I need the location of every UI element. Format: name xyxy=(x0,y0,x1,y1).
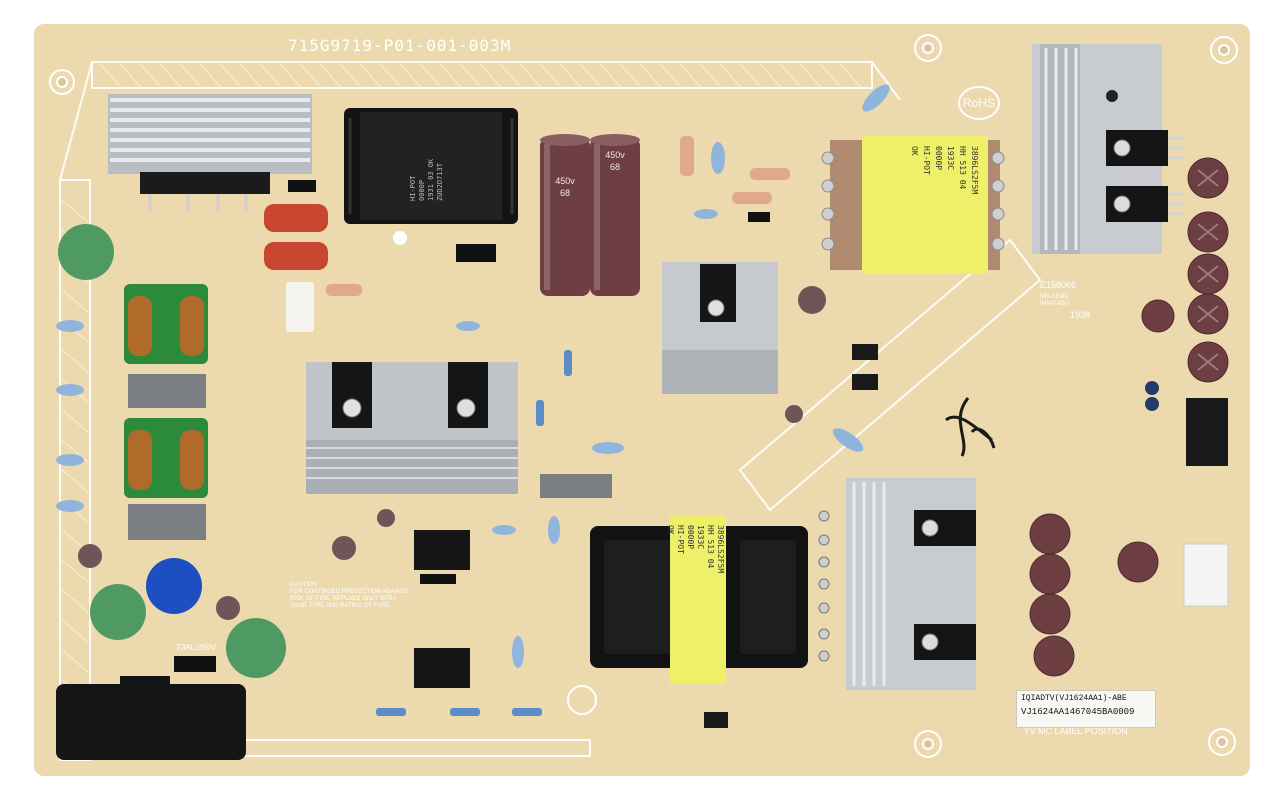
fuse-caution-text: CAUTION: FOR CONTINUED PROTECTION AGAINS… xyxy=(290,582,409,609)
bottom-transformer-line: 3896LS2F5M xyxy=(716,525,725,574)
heatsink-top-left xyxy=(108,94,312,212)
date-code: 1938 xyxy=(1070,310,1091,320)
top-transformer-line: 1933C xyxy=(946,146,955,171)
small-electrolytic-capacitors xyxy=(78,286,1159,620)
ul-mark: E158066 xyxy=(1040,280,1077,290)
board-part-number: 715G9719-P01-001-003M xyxy=(288,36,512,55)
top-transformer-line: HI-POT xyxy=(922,146,931,175)
bottom-transformer-line: OK xyxy=(666,525,675,535)
black-transformer-bottom xyxy=(590,510,830,684)
black-transformer-line: 1931 03 OK xyxy=(427,158,435,201)
black-transformer-label: HI-POT 0000P 1931 03 OK ZUD2D713T xyxy=(409,111,445,201)
mounting-holes xyxy=(49,34,1238,758)
top-transformer-line: OK xyxy=(910,146,919,156)
top-transformer-line: 3896LS2F5M xyxy=(970,146,979,195)
resistors xyxy=(326,136,790,296)
bottom-transformer-line: HI-POT xyxy=(676,525,685,554)
connectors xyxy=(56,398,1229,760)
black-transformer-line: ZUD2D713T xyxy=(436,163,444,201)
heatsink-top-right xyxy=(1032,44,1184,254)
serial-sticker: IQIADTV(VJ1624AA1)-ABE VJ1624AA1467045BA… xyxy=(1016,690,1156,728)
thermistors xyxy=(58,224,286,678)
heatsink-center xyxy=(662,262,778,394)
small-blue-resistors xyxy=(376,350,572,716)
cap1-capacitance: 68 xyxy=(559,188,570,198)
cap2-voltage: 450v xyxy=(605,150,625,160)
x-capacitors xyxy=(128,374,612,540)
bulk-electrolytic-capacitors xyxy=(540,134,640,296)
small-ics xyxy=(704,344,878,728)
sticker-serial: VJ1624AA1467045BA0009 xyxy=(1021,707,1135,717)
ceramic-capacitors xyxy=(56,84,890,668)
cap2-capacitance: 68 xyxy=(609,162,620,172)
top-transformer-line: 0000P xyxy=(934,146,943,171)
film-capacitors xyxy=(264,204,328,332)
bottom-transformer-line: 0000P xyxy=(686,525,695,550)
handwritten-mark xyxy=(945,397,996,457)
output-capacitors-right xyxy=(1141,157,1229,383)
bottom-transformer-line: 1933C xyxy=(696,525,705,550)
black-transformer-line: HI-POT xyxy=(409,175,417,201)
bottom-transformer-line: HH 513 04 xyxy=(706,525,715,569)
common-mode-chokes xyxy=(124,284,208,498)
sticker-model: IQIADTV(VJ1624AA1)-ABE xyxy=(1021,694,1127,703)
to220-transistors xyxy=(414,530,470,688)
cap1-voltage: 450v xyxy=(555,176,575,186)
output-capacitors-bottom xyxy=(1029,513,1159,677)
black-transformer-line: 0000P xyxy=(418,179,426,201)
rohs-mark: RoHS xyxy=(958,86,1000,120)
blue-varistor xyxy=(146,558,202,614)
ul-substrate: MR-CEM1 94V-0 A5U xyxy=(1040,294,1069,307)
heatsink-bottom-right xyxy=(846,478,976,690)
black-transformer-top xyxy=(344,108,518,224)
top-transformer-line: HH 513 04 xyxy=(958,146,967,190)
diodes xyxy=(174,180,770,672)
bottom-transformer-label: 3896LS2F5M HH 513 04 1933C 0000P HI-POT … xyxy=(665,525,725,675)
heatsink-center-left xyxy=(306,362,518,494)
top-transformer-label: 3896LS2F5M HH 513 04 1933C 0000P HI-POT … xyxy=(908,146,980,256)
label-position-text: TV MC LABEL POSITION xyxy=(1024,726,1128,736)
fuse-rating: T3AL/250V xyxy=(176,643,217,652)
yellow-transformer-top xyxy=(821,136,1005,274)
